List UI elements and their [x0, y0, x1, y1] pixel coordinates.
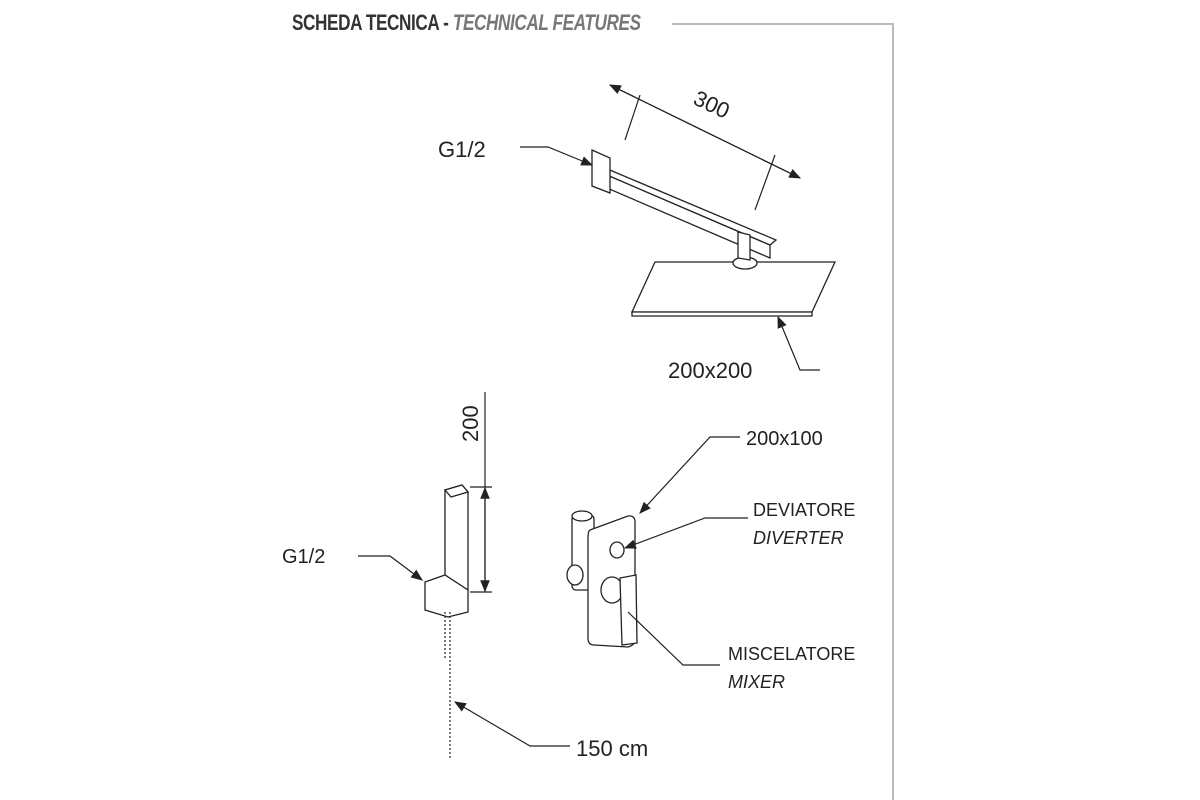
shower-head-assembly [591, 148, 837, 317]
plate-size-label: 200x100 [746, 428, 823, 450]
arm-length-label: 300 [690, 85, 734, 123]
mixer-label-it: MISCELATORE [728, 644, 855, 664]
hand-thread-label: G1/2 [282, 546, 325, 568]
hose-length-label: 150 cm [576, 736, 648, 761]
hand-height-label: 200 [458, 405, 483, 442]
hand-shower-assembly [424, 484, 470, 760]
mixer-label-en: MIXER [728, 672, 785, 692]
title-italian: SCHEDA TECNICA - [292, 10, 453, 35]
page-title: SCHEDA TECNICA - TECHNICAL FEATURES [292, 10, 641, 36]
title-english: TECHNICAL FEATURES [452, 10, 641, 35]
diverter-label-en: DIVERTER [753, 528, 844, 548]
diverter-label-it: DEVIATORE [753, 500, 855, 520]
head-size-label: 200x200 [668, 358, 752, 383]
mixer-assembly [566, 510, 638, 648]
frame-line [672, 23, 894, 800]
arm-thread-label: G1/2 [438, 137, 486, 162]
